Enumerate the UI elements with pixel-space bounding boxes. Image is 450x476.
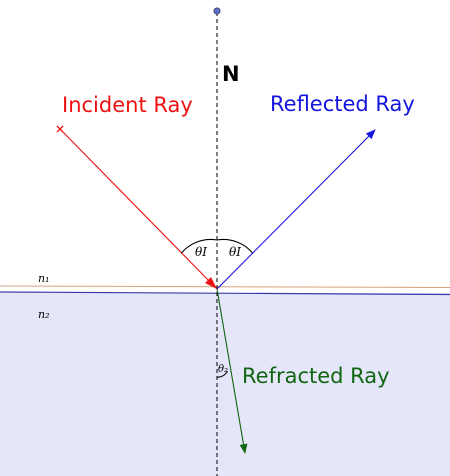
medium-2-label: n₂ [38,308,50,321]
normal-line-top-point[interactable] [213,7,221,15]
angle-refraction-arc [216,370,228,378]
incident-source-point[interactable] [56,125,64,133]
angle-incidence-label: θI [195,245,207,259]
interface-line-top [0,285,450,288]
angle-incidence-arc [181,238,218,254]
incident-ray-label: Incident Ray [62,93,193,117]
medium-2-region [0,293,450,476]
medium-1-label: n₁ [38,272,50,285]
incident-ray-arrowhead [205,277,217,289]
normal-label: N [222,62,240,86]
refracted-ray [216,288,248,454]
incident-ray [59,128,218,290]
angle-reflection-label: θI [229,245,241,259]
angle-refraction-label: θ₂ [218,364,228,375]
angle-reflection-arc [216,238,253,254]
refracted-ray-label: Refracted Ray [242,364,390,388]
interface-line-bottom [0,291,450,296]
reflected-ray-label: Reflected Ray [270,92,415,116]
reflected-ray [216,129,376,290]
